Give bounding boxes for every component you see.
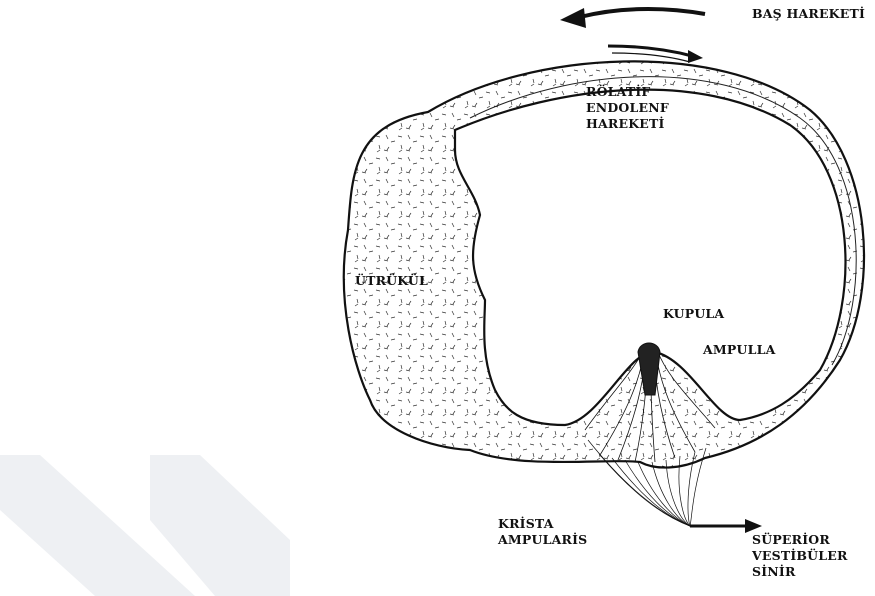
endolymph-arrow-head bbox=[688, 50, 703, 63]
label-cupula: KUPULA bbox=[663, 306, 724, 322]
label-crista: KRİSTA AMPULARİS bbox=[498, 516, 587, 548]
head-motion-arrow-shaft bbox=[580, 9, 705, 17]
label-relative-endolymph: RÖLATİF ENDOLENF HAREKETİ bbox=[586, 84, 669, 132]
label-utricle: ÜTRÜKÜL bbox=[355, 273, 428, 289]
label-head-motion: BAŞ HAREKETİ bbox=[752, 6, 865, 22]
label-nerve: SÜPERİOR VESTİBÜLER SİNİR bbox=[752, 532, 848, 580]
head-motion-arrow-head bbox=[560, 8, 586, 28]
nerve-arrow-head bbox=[745, 519, 762, 533]
label-ampulla: AMPULLA bbox=[703, 342, 776, 358]
